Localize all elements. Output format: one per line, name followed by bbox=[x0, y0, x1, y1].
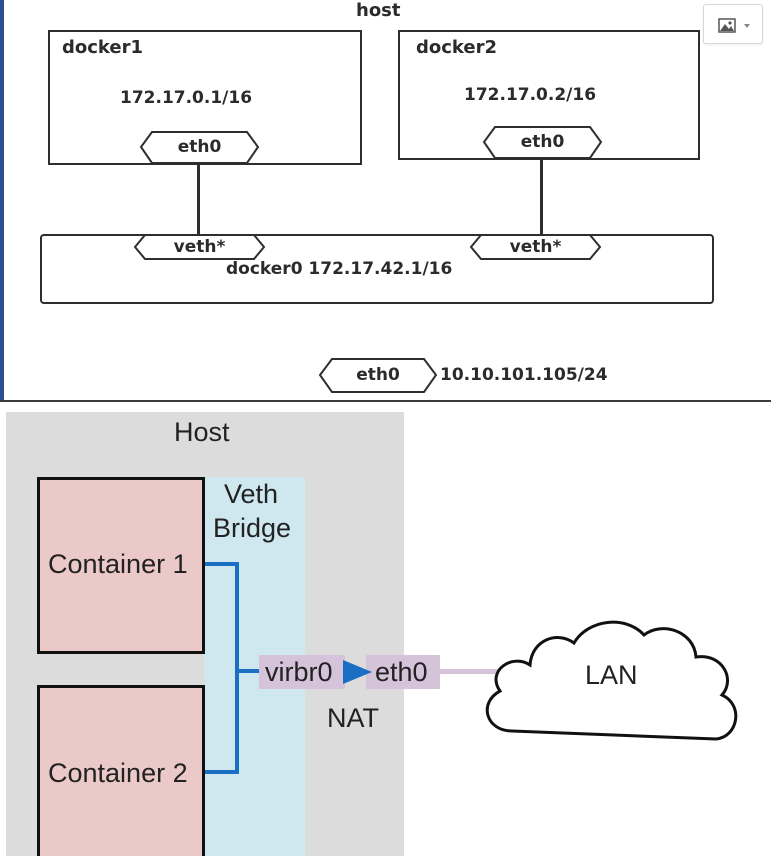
docker-network-diagram: host docker1 172.17.0.1/16 docker2 172.1… bbox=[0, 0, 771, 400]
section-divider bbox=[0, 400, 771, 402]
veth-label-1: veth* bbox=[173, 237, 226, 257]
veth-bridge-nat-diagram: Host Veth Bridge Container 1 Container 2… bbox=[0, 403, 771, 856]
veth-hexagon-1 bbox=[133, 234, 266, 260]
container-name-docker1: docker1 bbox=[62, 37, 144, 58]
image-icon bbox=[718, 18, 736, 33]
link-to-virbr0 bbox=[239, 669, 259, 673]
bridge-label: docker0 172.17.42.1/16 bbox=[226, 259, 453, 279]
bridge-trunk-line bbox=[235, 562, 239, 774]
bridge-label-line2: Bridge bbox=[213, 513, 292, 543]
lan-cloud-icon bbox=[485, 620, 738, 741]
image-options-button[interactable] bbox=[703, 4, 763, 44]
link-eth0-to-lan bbox=[440, 669, 522, 674]
host-eth0-ip: 10.10.101.105/24 bbox=[440, 365, 608, 385]
virbr0-label: virbr0 bbox=[265, 657, 333, 687]
link-container-2 bbox=[205, 770, 239, 774]
veth-label-2: veth* bbox=[509, 237, 562, 257]
bridge-label-line1: Veth bbox=[224, 479, 279, 509]
container-ip-docker1: 172.17.0.1/16 bbox=[120, 88, 253, 108]
eth0-label-docker1: eth0 bbox=[177, 137, 222, 157]
container-ip-docker2: 172.17.0.2/16 bbox=[464, 85, 597, 105]
eth0-label-docker2: eth0 bbox=[520, 132, 565, 152]
container-2-label: Container 2 bbox=[48, 758, 188, 788]
container-1-box bbox=[37, 477, 205, 654]
left-edge-border bbox=[0, 0, 4, 400]
virbr0-interface bbox=[259, 655, 345, 689]
link-docker2-to-bridge bbox=[540, 158, 543, 235]
nat-label: NAT bbox=[327, 703, 379, 733]
caret-down-icon bbox=[744, 24, 750, 28]
veth-hexagon-2 bbox=[469, 234, 602, 260]
eth0-hexagon-docker2 bbox=[482, 126, 603, 159]
host-eth0-label: eth0 bbox=[356, 365, 400, 385]
container-1-label: Container 1 bbox=[48, 549, 188, 579]
lan-label: LAN bbox=[585, 660, 638, 690]
link-container-1 bbox=[205, 562, 239, 566]
link-docker1-to-bridge bbox=[197, 163, 200, 235]
eth0-interface bbox=[366, 655, 440, 689]
host-label: host bbox=[356, 0, 401, 21]
host-title: Host bbox=[174, 417, 230, 447]
container-2-box bbox=[37, 685, 205, 856]
eth0-hexagon-docker1 bbox=[139, 131, 260, 164]
host-eth0-hexagon bbox=[318, 358, 438, 393]
eth0-label: eth0 bbox=[375, 657, 428, 687]
container-name-docker2: docker2 bbox=[416, 37, 498, 58]
interface-hexagons bbox=[133, 126, 603, 393]
nat-lan-graphics bbox=[343, 620, 738, 741]
nat-arrow-icon bbox=[343, 660, 372, 684]
